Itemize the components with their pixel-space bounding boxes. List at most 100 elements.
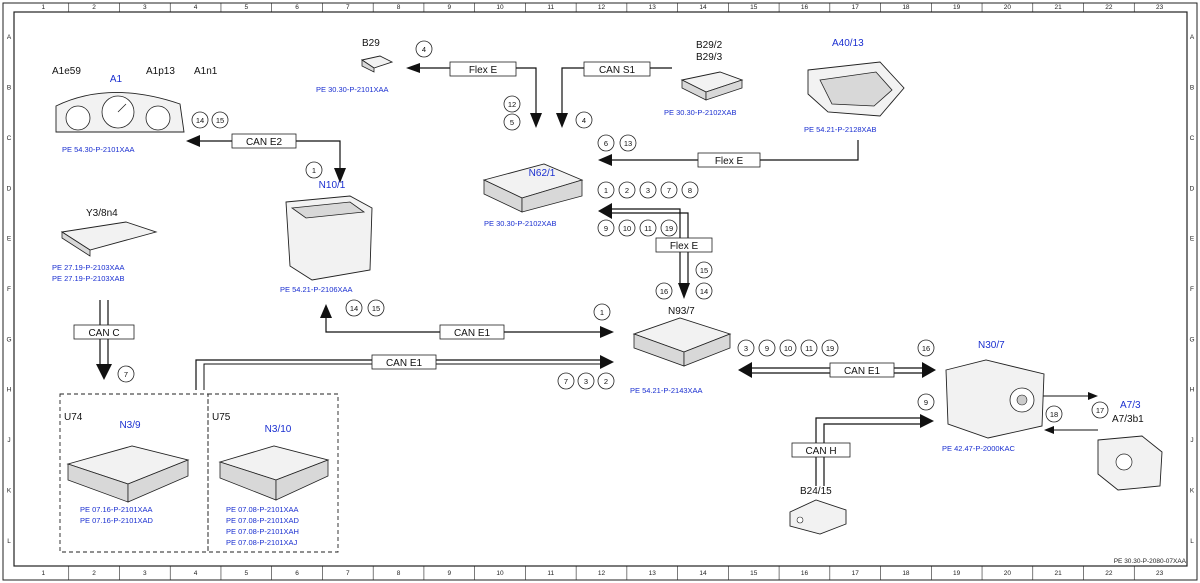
valve-unit-y38-icon	[60, 221, 158, 257]
callout-number: 15	[700, 266, 708, 275]
grid-col-2-top: 2	[92, 4, 96, 11]
bus-box-can-s1	[583, 61, 651, 77]
grid-col-21-bottom: 21	[1055, 570, 1063, 577]
label-n3-10: N3/10	[265, 424, 292, 435]
label-a7-3b1: A7/3b1	[1112, 414, 1144, 425]
grid-col-13-bottom: 13	[649, 570, 657, 577]
callout-number: 19	[826, 344, 834, 353]
callout-number: 13	[624, 139, 632, 148]
grid-row-A-left: A	[7, 34, 12, 41]
arrow-ecu	[96, 364, 112, 380]
grid-row-G-right: G	[1189, 336, 1194, 343]
instrument-cluster-icon	[55, 92, 185, 133]
callout-number: 1	[312, 166, 316, 175]
bus-box-can-e2	[231, 133, 297, 149]
ecu-n3-10-icon	[218, 445, 330, 501]
arrow-n93	[678, 283, 690, 299]
control-unit-n62-icon	[482, 163, 584, 213]
grid-col-3-bottom: 3	[143, 570, 147, 577]
grid-col-3-top: 3	[143, 4, 147, 11]
grid-row-J-right: J	[1190, 437, 1193, 444]
grid-row-D-left: D	[7, 185, 12, 192]
arrow-n10	[334, 168, 346, 183]
callout-number: 14	[196, 116, 204, 125]
grid-col-23-bottom: 23	[1156, 570, 1164, 577]
label-b29-2: B29/2	[696, 40, 723, 51]
grid-col-20-top: 20	[1004, 4, 1012, 11]
callout-number: 5	[510, 118, 514, 127]
callout-circle	[639, 219, 657, 237]
callout-number: 15	[372, 304, 380, 313]
grid-col-16-bottom: 16	[801, 570, 809, 577]
bus-can-s1: CAN S1	[599, 65, 636, 76]
ref-n3-10-c: PE 07.08-P-2101XAH	[226, 527, 299, 536]
label-n3-9: N3/9	[119, 420, 141, 431]
ref-n62-1: PE 30.30-P-2102XAB	[484, 219, 557, 228]
callout-circle	[917, 339, 935, 357]
bus-flex-e-mid: Flex E	[670, 241, 699, 252]
grid-col-23-top: 23	[1156, 4, 1164, 11]
bus-box-flex-e-top	[449, 61, 517, 77]
label-u74: U74	[64, 412, 83, 423]
callout-circle	[1091, 401, 1109, 419]
grid-col-8-bottom: 8	[397, 570, 401, 577]
grid-col-12-top: 12	[598, 4, 606, 11]
grid-row-K-left: K	[7, 487, 12, 494]
callout-number: 15	[216, 116, 224, 125]
bus-can-e1-c: CAN E1	[844, 366, 881, 377]
callout-circle	[415, 40, 433, 58]
callout-circle	[593, 303, 611, 321]
callout-number: 4	[422, 45, 426, 54]
callout-circle	[618, 219, 636, 237]
label-a1p13: A1p13	[146, 66, 175, 77]
callout-number: 7	[667, 186, 671, 195]
callout-circle	[597, 181, 615, 199]
bus-box-flex-e-mid	[655, 237, 713, 253]
grid-col-2-bottom: 2	[92, 570, 96, 577]
callout-number: 7	[564, 377, 568, 386]
callout-circle	[367, 299, 385, 317]
bus-can-h: CAN H	[805, 446, 836, 457]
callout-circle	[639, 181, 657, 199]
label-n93-7: N93/7	[668, 306, 695, 317]
bus-box-flex-e-right	[697, 152, 761, 168]
ecu-n3-9-icon	[66, 445, 190, 503]
callout-number: 16	[922, 344, 930, 353]
bus-can-e1-a: CAN E1	[454, 328, 491, 339]
group-box-u75	[207, 393, 339, 553]
grid-col-20-bottom: 20	[1004, 570, 1012, 577]
arrow-n30-in	[1044, 426, 1054, 434]
callout-number: 8	[688, 186, 692, 195]
callout-circle	[575, 111, 593, 129]
grid-col-7-bottom: 7	[346, 570, 350, 577]
bus-can-e1-b: CAN E1	[386, 358, 423, 369]
callout-number: 6	[604, 139, 608, 148]
label-n62-1: N62/1	[529, 168, 556, 179]
ref-n3-10-b: PE 07.08-P-2101XAD	[226, 516, 300, 525]
callout-number: 3	[646, 186, 650, 195]
ref-n10-1: PE 54.21-P-2106XAA	[280, 285, 353, 294]
bus-flex-e-right: Flex E	[715, 156, 744, 167]
sensor-b29-2-icon	[680, 71, 744, 101]
grid-col-16-top: 16	[801, 4, 809, 11]
callout-number: 17	[1096, 406, 1104, 415]
grid-col-15-bottom: 15	[750, 570, 758, 577]
callout-circle	[345, 299, 363, 317]
callout-circle	[821, 339, 839, 357]
wire-can-h-b	[823, 423, 922, 486]
grid-col-6-top: 6	[295, 4, 299, 11]
sensor-b24-icon	[789, 499, 847, 535]
callout-circle	[758, 339, 776, 357]
callout-circle	[211, 111, 229, 129]
ref-a40-13: PE 54.21-P-2128XAB	[804, 125, 877, 134]
ref-y3-8n4-b: PE 27.19-P-2103XAB	[52, 274, 125, 283]
label-a1e59: A1e59	[52, 66, 81, 77]
grid-col-5-bottom: 5	[245, 570, 249, 577]
grid-col-19-bottom: 19	[953, 570, 961, 577]
inner-frame	[13, 11, 1188, 567]
arrow-n30	[922, 362, 936, 378]
grid-col-18-top: 18	[902, 4, 910, 11]
callout-number: 9	[604, 224, 608, 233]
arrow-a7	[1088, 392, 1098, 400]
